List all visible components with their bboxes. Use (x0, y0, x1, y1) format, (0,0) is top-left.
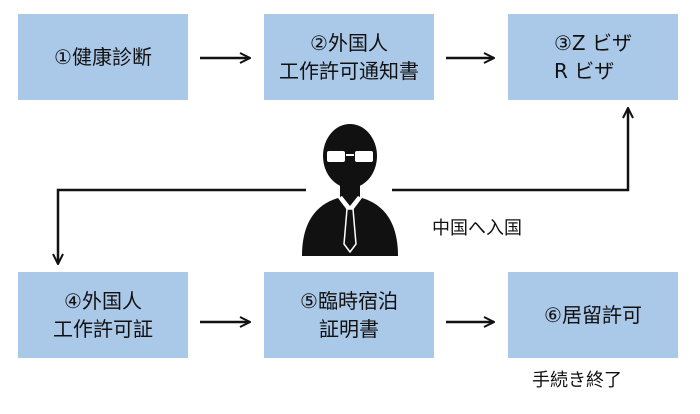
step-6-residence-permit: ⑥居留許可 (508, 272, 678, 358)
step-1-health-check: ①健康診断 (18, 14, 188, 100)
arrow-person-to-step3 (392, 108, 628, 192)
arrow-person-to-step4 (58, 188, 306, 264)
step-1-label: ①健康診断 (54, 45, 152, 69)
step-4-work-permit: ④外国人 工作許可証 (18, 272, 188, 358)
step-5-label: ⑤臨時宿泊 証明書 (300, 289, 398, 341)
step-2-work-permit-notice: ②外国人 工作許可通知書 (264, 14, 434, 100)
step-3-visa: ③Z ビザ R ビザ (508, 14, 678, 100)
step-2-label: ②外国人 工作許可通知書 (279, 31, 419, 83)
step-4-label: ④外国人 工作許可証 (53, 289, 153, 341)
procedure-complete-label: 手続き終了 (532, 370, 622, 391)
step-5-temporary-residence-certificate: ⑤臨時宿泊 証明書 (264, 272, 434, 358)
businessman-with-glasses-icon (302, 124, 398, 256)
step-3-label: ③Z ビザ R ビザ (554, 31, 632, 83)
entry-to-china-label: 中国へ入国 (432, 218, 522, 239)
step-6-label: ⑥居留許可 (544, 303, 642, 327)
